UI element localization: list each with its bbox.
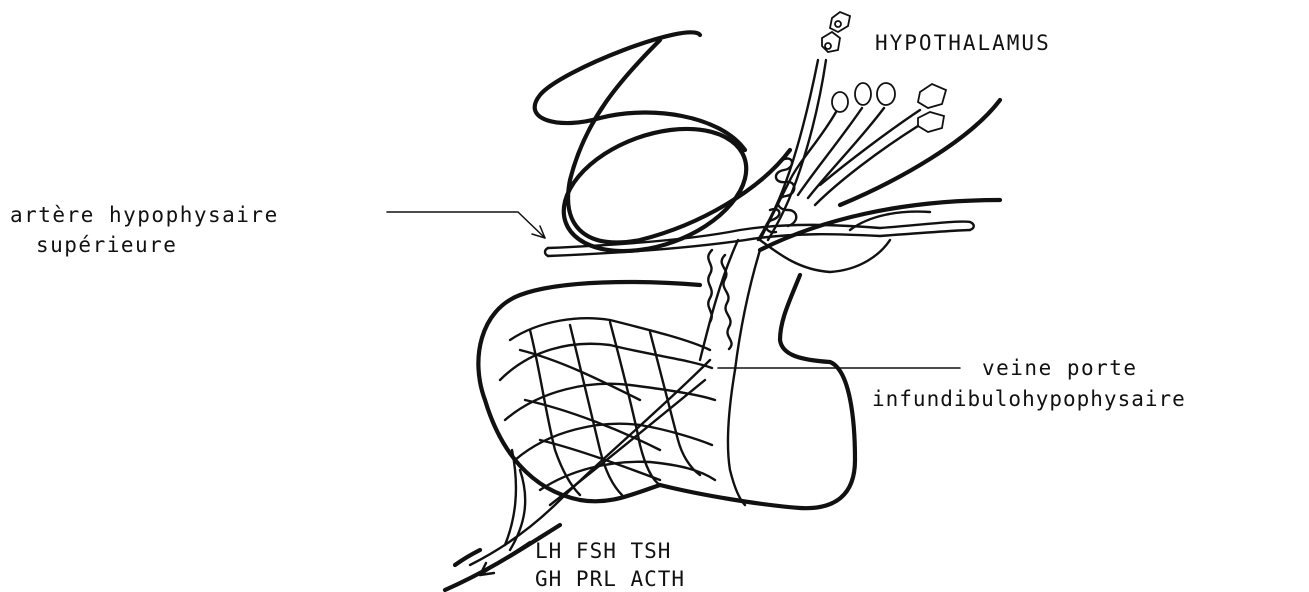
label-hormones-line1: LH FSH TSH <box>535 539 671 563</box>
anterior-lobe-capillaries <box>500 318 715 495</box>
label-portal-line2: infundibulohypophysaire <box>872 387 1186 411</box>
label-artery-line1: artère hypophysaire <box>10 203 279 227</box>
neuron-cell-3 <box>918 84 946 132</box>
neuron-cell-2 <box>832 83 895 112</box>
label-hypothalamus: HYPOTHALAMUS <box>875 31 1051 55</box>
hormones-arrow <box>480 542 530 575</box>
brain-outline <box>535 32 1000 250</box>
neuron-cell-1 <box>822 12 850 52</box>
label-artery-line2: supérieure <box>36 233 177 257</box>
label-portal-line1: veine porte <box>982 356 1138 380</box>
label-hormones-line2: GH PRL ACTH <box>535 567 685 591</box>
artery-leader <box>387 212 545 238</box>
